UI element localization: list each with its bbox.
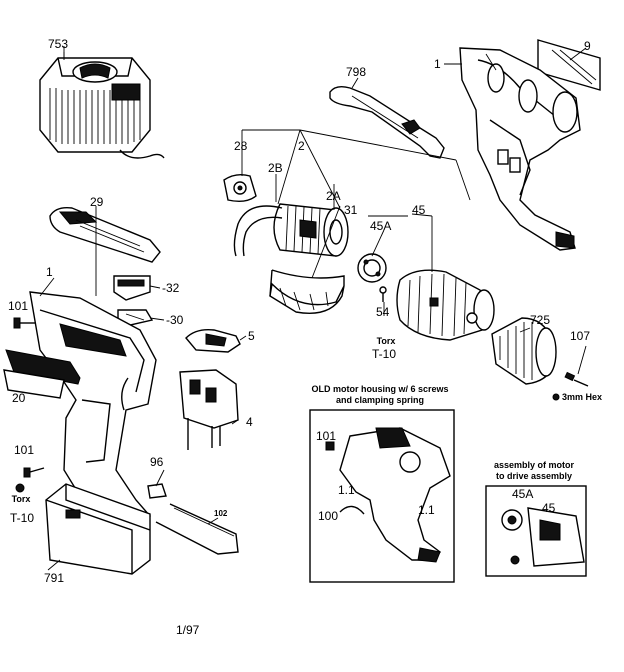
clip-96 xyxy=(147,483,167,499)
label-45-inset: 45 xyxy=(542,501,556,515)
label-32: -32 xyxy=(162,281,180,295)
ring-gear-45A xyxy=(357,253,387,283)
grip-label-20 xyxy=(3,349,81,399)
label-45: 45 xyxy=(412,203,426,217)
torx-note-a-size: T-10 xyxy=(372,347,397,361)
label-100: 100 xyxy=(318,509,339,523)
screw-101-b xyxy=(15,467,45,493)
assembly-caption-line2: to drive assembly xyxy=(495,471,573,481)
label-96: 96 xyxy=(150,455,164,469)
screw-101-a xyxy=(13,317,36,329)
label-2A: 2A xyxy=(326,189,341,203)
label-791: 791 xyxy=(44,571,65,585)
screw-54 xyxy=(379,286,387,302)
label-2: 2 xyxy=(298,139,305,153)
motor-housing-half-31 xyxy=(269,269,345,314)
label-101-a: 101 xyxy=(8,299,29,313)
assembly-inset xyxy=(485,485,587,577)
torx-note-a-word: Torx xyxy=(376,336,396,346)
label-2B: 2B xyxy=(268,161,283,175)
label-798: 798 xyxy=(346,65,367,79)
screw-107 xyxy=(552,371,589,401)
assembly-caption-line1: assembly of motor xyxy=(493,460,575,470)
old-housing-inset xyxy=(309,409,455,583)
label-1-1-a: 1.1 xyxy=(338,483,355,497)
switch-4 xyxy=(179,369,239,450)
label-725: 725 xyxy=(530,313,551,327)
label-102: 102 xyxy=(214,509,228,518)
label-28: 28 xyxy=(234,139,248,153)
leader-lines xyxy=(39,46,587,571)
battery-pack-791 xyxy=(45,483,151,575)
motor-end-bracket-28 xyxy=(223,173,257,203)
label-4: 4 xyxy=(246,415,253,429)
label-29: 29 xyxy=(90,195,104,209)
nameplate-9 xyxy=(537,39,601,91)
torx-note-b-size: T-10 xyxy=(10,511,35,525)
label-45A: 45A xyxy=(370,219,392,233)
housing-half-top-1 xyxy=(459,47,581,251)
date-code: 1/97 xyxy=(176,623,200,637)
label-1-left: 1 xyxy=(46,265,53,279)
torx-note-b-word: Torx xyxy=(11,494,31,504)
label-753: 753 xyxy=(48,37,69,51)
label-45A-inset: 45A xyxy=(512,487,534,501)
clip-30 xyxy=(117,309,154,327)
label-107: 107 xyxy=(570,329,591,343)
label-5: 5 xyxy=(248,329,255,343)
clip-32 xyxy=(113,275,151,301)
label-9: 9 xyxy=(584,39,591,53)
gearbox-45 xyxy=(396,269,495,341)
hex-note: 3mm Hex xyxy=(562,392,603,402)
wrench-798 xyxy=(329,85,445,159)
charger-753 xyxy=(39,52,165,159)
housing-half-left-1 xyxy=(29,291,157,525)
label-54: 54 xyxy=(376,305,390,319)
label-101-c: 101 xyxy=(316,429,337,443)
chuck-725 xyxy=(491,317,557,385)
label-20: 20 xyxy=(12,391,26,405)
battery-cover-29 xyxy=(49,206,161,263)
label-1-top: 1 xyxy=(434,57,441,71)
label-31: 31 xyxy=(344,203,358,217)
switch-lever-5 xyxy=(185,328,241,353)
wire-102 xyxy=(155,503,239,555)
label-1-1-b: 1.1 xyxy=(418,503,435,517)
old-housing-caption-line2: and clamping spring xyxy=(335,395,424,405)
label-101-b: 101 xyxy=(14,443,35,457)
old-housing-caption-line1: OLD motor housing w/ 6 screws xyxy=(311,384,449,394)
label-30: -30 xyxy=(166,313,184,327)
